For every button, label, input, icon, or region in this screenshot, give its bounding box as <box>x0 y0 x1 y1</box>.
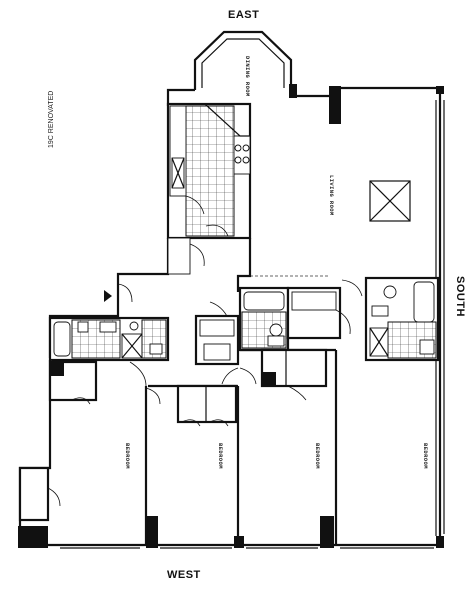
bath-left <box>48 316 170 362</box>
bath-right <box>341 276 440 362</box>
dining-room-label: DINING ROOM <box>244 56 251 97</box>
bedroom-4-label: BEDROOM <box>422 443 429 469</box>
dining-bay <box>193 30 293 90</box>
kitchen <box>166 102 252 240</box>
bedroom-walls <box>18 348 338 548</box>
skylight <box>369 180 411 222</box>
compass-east-label: EAST <box>228 9 260 21</box>
living-room-label: LIVING ROOM <box>328 175 335 216</box>
windows <box>60 100 445 549</box>
bedroom-closets <box>18 348 328 522</box>
bath-center <box>238 286 351 352</box>
bedroom-2-label: BEDROOM <box>217 443 224 469</box>
bedroom-3-label: BEDROOM <box>314 443 321 469</box>
hall-closet <box>194 314 240 366</box>
compass-west-label: WEST <box>167 569 201 581</box>
bedroom-1-label: BEDROOM <box>124 443 131 469</box>
